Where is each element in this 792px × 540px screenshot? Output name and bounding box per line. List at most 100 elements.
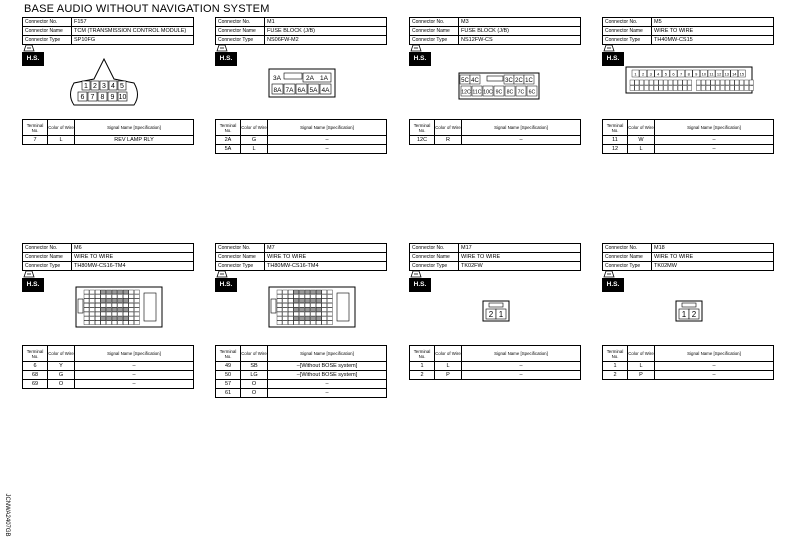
pin-label: 4 xyxy=(111,83,115,90)
pin-cell xyxy=(111,289,118,295)
pin-label: 12 xyxy=(717,72,722,77)
connector-face-icon xyxy=(216,44,228,52)
wire-color: O xyxy=(240,388,268,398)
pin-cell xyxy=(299,320,305,325)
pin-cell xyxy=(749,85,754,91)
pin-cell xyxy=(95,320,101,325)
pin-label: 3 xyxy=(650,72,653,77)
signal-name-header: Signal Name [Specification] xyxy=(461,119,581,136)
pin-cell xyxy=(299,294,305,299)
pin-label: 11 xyxy=(709,72,714,77)
pin-cell xyxy=(111,303,118,308)
diagram-code: JCNWA2407GB xyxy=(4,493,10,537)
terminal-no: 1 xyxy=(409,361,435,371)
pin-cell xyxy=(89,307,95,312)
pin-cell xyxy=(307,83,320,95)
color-of-wire-header: Color of Wire xyxy=(47,119,75,136)
connector-face-icon xyxy=(410,270,422,278)
pin-cell xyxy=(293,298,299,303)
connector-type-value: SP10FG xyxy=(71,35,194,45)
pin-cell xyxy=(97,91,108,102)
pin-cell xyxy=(95,316,101,321)
color-of-wire-header: Color of Wire xyxy=(434,345,462,362)
connector-name-value: FUSE BLOCK (J/B) xyxy=(264,26,387,36)
pin-label: 1 xyxy=(499,310,504,319)
terminal-no: 12C xyxy=(409,135,435,145)
pin-cell xyxy=(321,307,327,312)
pin-cell xyxy=(460,85,472,97)
pin-cell xyxy=(108,80,118,91)
wire-color: L xyxy=(434,361,462,371)
pin-cell xyxy=(117,316,123,321)
terminal-no-header: Terminal No. xyxy=(409,119,435,136)
pin-cell xyxy=(111,307,118,312)
wire-color: Y xyxy=(47,361,75,371)
pin-cell xyxy=(299,289,305,295)
pin-cell xyxy=(100,298,106,303)
pin-cell xyxy=(288,316,294,321)
pin-cell xyxy=(629,79,635,86)
pin-cell xyxy=(644,79,649,86)
connector-no-label: Connector No. xyxy=(215,243,265,253)
pin-label: 5C xyxy=(461,78,469,84)
pin-cell xyxy=(310,311,316,317)
pin-cell xyxy=(469,74,481,85)
pin-cell xyxy=(304,307,311,312)
pin-cell xyxy=(725,85,730,91)
color-of-wire-header: Color of Wire xyxy=(627,345,655,362)
pin-cell xyxy=(288,303,294,308)
pin-cell xyxy=(77,91,88,102)
pin-cell xyxy=(725,79,730,86)
pin-cell xyxy=(696,79,701,86)
hs-symbol: H.S. xyxy=(215,43,237,67)
pin-cell xyxy=(134,289,140,295)
pin-cell xyxy=(89,289,95,295)
connector-no-value: M1 xyxy=(264,17,387,27)
pin-label: 10 xyxy=(119,94,127,101)
pin-cell xyxy=(89,316,95,321)
pin-cell xyxy=(128,311,134,317)
pin-label: 8 xyxy=(688,72,691,77)
pin-label: 3A xyxy=(273,75,282,82)
pin-cell xyxy=(321,320,327,325)
terminal-no-header: Terminal No. xyxy=(602,119,628,136)
hs-symbol: H.S. xyxy=(409,43,431,67)
pin-cell xyxy=(327,311,333,317)
hs-symbol: H.S. xyxy=(22,43,44,67)
pin-cell xyxy=(644,85,649,91)
connector-face-icon xyxy=(23,270,35,278)
pin-cell xyxy=(293,303,299,308)
pin-cell xyxy=(106,311,112,317)
pin-cell xyxy=(107,91,118,102)
pin-cell xyxy=(106,294,112,299)
connector-type-value: TK02FW xyxy=(458,261,581,271)
pin-cell xyxy=(639,69,647,78)
pin-cell xyxy=(95,303,101,308)
pin-cell xyxy=(304,316,311,321)
pin-cell xyxy=(95,289,101,295)
terminal-no: 1 xyxy=(602,361,628,371)
wire-color: L xyxy=(240,144,268,154)
pin-cell xyxy=(310,298,316,303)
pin-cell xyxy=(316,307,322,312)
pin-label: 8A xyxy=(274,87,283,94)
pin-cell xyxy=(95,311,101,317)
hs-label: H.S. xyxy=(22,52,44,66)
connector-type-value: NS06FW-M2 xyxy=(264,35,387,45)
pin-cell xyxy=(293,311,299,317)
